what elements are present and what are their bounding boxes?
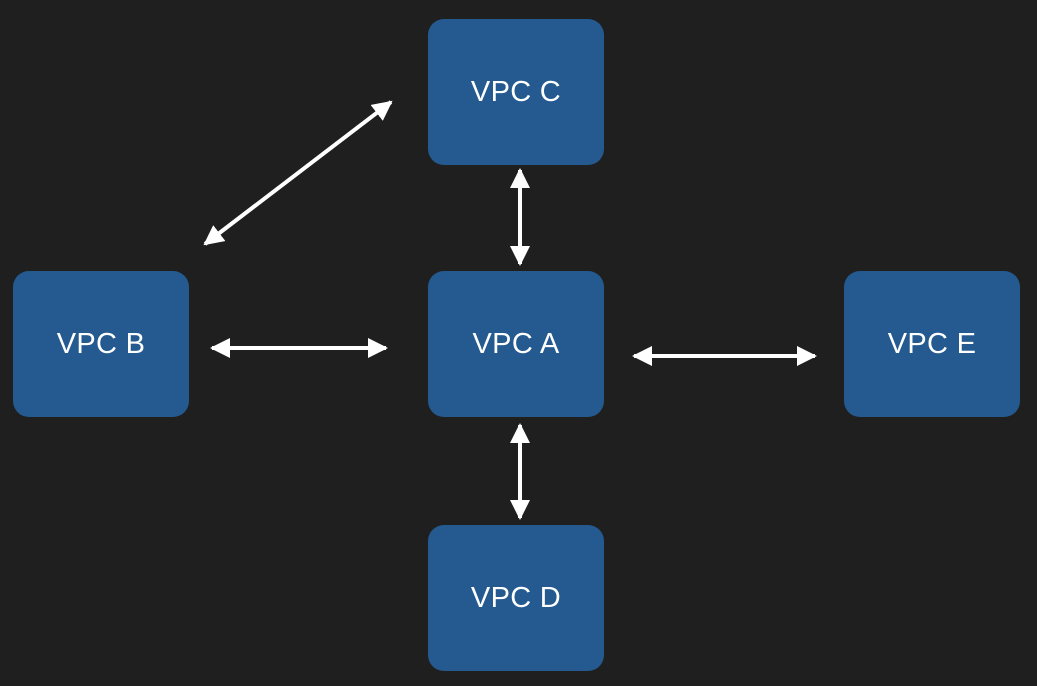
node-vpc-d: VPC D <box>428 525 604 671</box>
node-label-vpc-c: VPC C <box>470 75 562 108</box>
node-label-vpc-a: VPC A <box>472 327 560 360</box>
node-label-vpc-d: VPC D <box>470 581 562 614</box>
node-vpc-a: VPC A <box>428 271 604 417</box>
arrow-b-c <box>203 100 393 246</box>
node-vpc-c: VPC C <box>428 19 604 165</box>
node-label-vpc-b: VPC B <box>56 327 146 360</box>
node-vpc-e: VPC E <box>844 271 1020 417</box>
node-label-vpc-e: VPC E <box>887 327 977 360</box>
node-vpc-b: VPC B <box>13 271 189 417</box>
